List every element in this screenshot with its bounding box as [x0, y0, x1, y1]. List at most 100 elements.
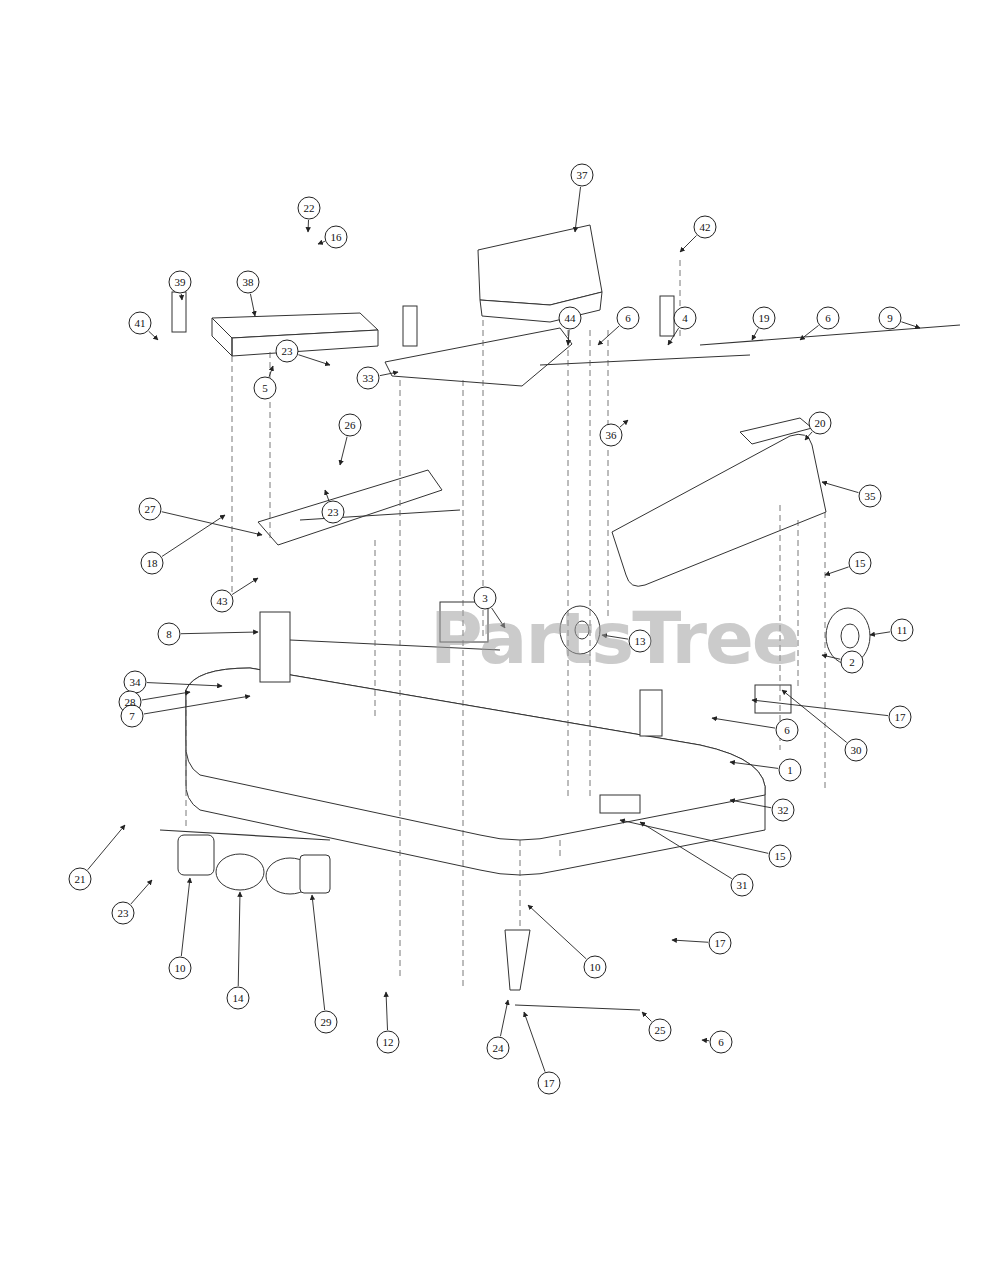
callout-number: 28: [119, 691, 141, 713]
callout-circle: [584, 956, 606, 978]
leader-line: [131, 880, 152, 904]
callout-number: 31: [731, 874, 753, 896]
callout-number: 10: [169, 957, 191, 979]
callout-number: 44: [559, 307, 581, 329]
callout-number: 2: [841, 651, 863, 673]
callout-number: 16: [325, 226, 347, 248]
callout-number: 14: [227, 987, 249, 1009]
leader-line: [308, 220, 310, 232]
callout-number: 9: [879, 307, 901, 329]
callout-circle: [169, 271, 191, 293]
callout-circle: [124, 671, 146, 693]
leader-line: [730, 762, 778, 768]
leader-line: [181, 878, 190, 956]
leader-line: [680, 235, 697, 252]
callout-number: 33: [357, 367, 379, 389]
leader-line: [730, 800, 771, 808]
callout-number: 29: [315, 1011, 337, 1033]
callout-number: 23: [112, 902, 134, 924]
callout-circle: [879, 307, 901, 329]
callout-circle: [158, 623, 180, 645]
leader-line: [642, 1012, 652, 1022]
leader-line: [575, 187, 581, 232]
leader-line: [147, 683, 222, 686]
callout-number: 5: [254, 377, 276, 399]
callout-number: 8: [158, 623, 180, 645]
leader-line: [500, 1000, 508, 1036]
callout-number: 7: [121, 705, 143, 727]
leader-line: [672, 940, 708, 942]
callout-circle: [139, 498, 161, 520]
leader-line: [822, 655, 840, 659]
callout-number: 36: [600, 424, 622, 446]
wheel-bracket: [755, 685, 791, 713]
callout-circle: [339, 414, 361, 436]
callout-circle: [776, 719, 798, 741]
leader-line: [340, 437, 347, 465]
callout-number: 17: [538, 1072, 560, 1094]
callout-number: 35: [859, 485, 881, 507]
leader-line: [181, 294, 183, 300]
callout-number: 11: [891, 619, 913, 641]
callout-number: 32: [772, 799, 794, 821]
callout-number: 27: [139, 498, 161, 520]
callout-circle: [254, 377, 276, 399]
leader-line: [325, 490, 329, 501]
arm-bracket: [505, 930, 530, 990]
leader-line: [712, 718, 775, 728]
callout-circle: [237, 271, 259, 293]
callout-number: 34: [124, 671, 146, 693]
leader-line: [640, 822, 732, 879]
leader-line: [238, 892, 240, 986]
callout-number: 43: [211, 590, 233, 612]
callout-circle: [889, 706, 911, 728]
leader-line: [318, 241, 325, 244]
leader-line: [312, 895, 325, 1010]
leader-line: [269, 366, 273, 377]
callout-circle: [538, 1072, 560, 1094]
callout-circle: [121, 705, 143, 727]
callout-circle: [769, 845, 791, 867]
callout-number: 6: [776, 719, 798, 741]
callout-number: 42: [694, 216, 716, 238]
callout-number: 21: [69, 868, 91, 890]
leader-line: [752, 700, 888, 716]
callout-circle: [859, 485, 881, 507]
callout-circle: [487, 1037, 509, 1059]
callout-circle: [674, 307, 696, 329]
callout-circle: [809, 412, 831, 434]
callout-number: 6: [710, 1031, 732, 1053]
callout-number: 25: [649, 1019, 671, 1041]
leader-line: [142, 692, 190, 700]
callout-circle: [227, 987, 249, 1009]
leader-line: [752, 329, 758, 340]
leader-line: [298, 355, 330, 365]
callout-circle: [112, 902, 134, 924]
leader-line: [598, 326, 619, 345]
belt-cover: [612, 434, 826, 586]
callout-circle: [617, 307, 639, 329]
callout-number: 30: [845, 739, 867, 761]
deck-plate: [186, 668, 766, 840]
callout-number: 39: [169, 271, 191, 293]
callout-circle: [649, 1019, 671, 1041]
callout-number: 23: [276, 340, 298, 362]
callout-circle: [571, 164, 593, 186]
rod: [160, 830, 330, 840]
callout-circle: [731, 874, 753, 896]
callout-circle: [600, 424, 622, 446]
callout-number: 37: [571, 164, 593, 186]
leader-line: [162, 515, 225, 556]
leader-line: [825, 567, 849, 575]
callout-number: 17: [889, 706, 911, 728]
callout-circle: [322, 501, 344, 523]
callout-circle: [849, 552, 871, 574]
callout-number: 38: [237, 271, 259, 293]
callout-circle: [377, 1031, 399, 1053]
callout-number: 10: [584, 956, 606, 978]
callout-number: 15: [769, 845, 791, 867]
cover-plate: [740, 418, 812, 444]
callout-circle: [298, 197, 320, 219]
leader-line: [668, 328, 679, 345]
leader-line: [88, 825, 125, 870]
